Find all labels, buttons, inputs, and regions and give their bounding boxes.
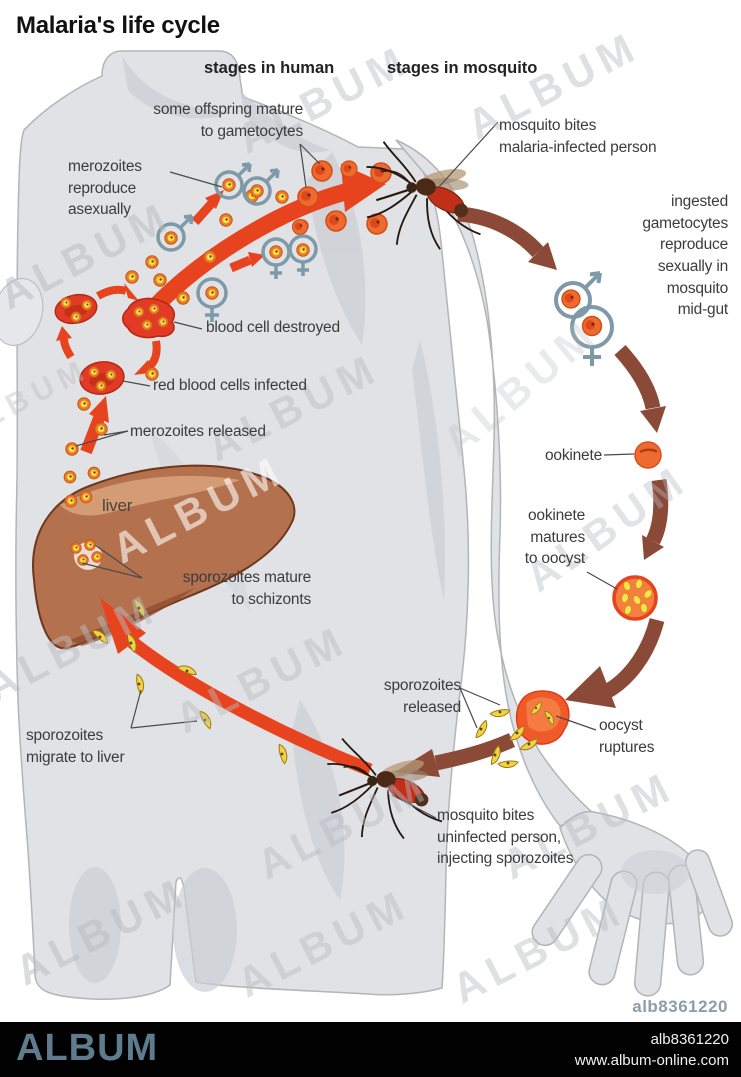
malaria-diagram: ALBUM ALBUM ALBUM ALBUM ALBUM ALBUM ALBU… <box>0 22 734 1012</box>
label-sporozoites-released: sporozoites released <box>383 677 461 716</box>
label-ookinete: ookinete <box>544 447 602 464</box>
female-symbol <box>196 277 228 322</box>
label-rbc-infected: red blood cells infected <box>153 377 307 394</box>
ookinete-cell <box>634 441 662 469</box>
label-sporozoites-migrate: sporozoites migrate to liver <box>26 727 125 766</box>
male-symbol <box>156 214 194 252</box>
footer-bar: ALBUM alb8361220 www.album-online.com <box>0 1022 741 1077</box>
label-liver: liver <box>102 496 133 515</box>
liver-illustration <box>32 464 296 650</box>
image-id-corner: alb8361220 <box>632 997 728 1016</box>
label-blood-cell-destroyed: blood cell destroyed <box>206 319 340 336</box>
label-mosquito-bites-infected: mosquito bites malaria-infected person <box>499 117 657 156</box>
red-blood-cells <box>54 293 176 395</box>
label-sporozoites-mature: sporozoites mature to schizonts <box>182 569 311 608</box>
album-logo: ALBUM <box>16 1027 159 1069</box>
footer-image-id: alb8361220 <box>650 1031 729 1048</box>
oocyst <box>612 575 658 621</box>
ruptured-oocyst <box>473 690 570 769</box>
label-merozoites-reproduce: merozoites reproduce asexually <box>68 158 142 219</box>
female-symbol-pair <box>261 234 318 279</box>
column-header-human: stages in human <box>204 59 335 77</box>
right-hand <box>531 810 734 997</box>
label-oocyst-ruptures: oocyst ruptures <box>599 717 655 756</box>
gender-symbols <box>156 162 318 322</box>
left-arm-stub <box>0 277 44 347</box>
label-mosquito-bites-uninfected: mosquito bites uninfected person, inject… <box>437 807 574 868</box>
brown-cycle-arrows <box>395 206 669 777</box>
label-offspring-mature: some offspring mature to gametocytes <box>153 101 303 140</box>
label-merozoites-released: merozoites released <box>130 423 266 440</box>
label-ookinete-matures: ookinete matures to oocyst <box>524 507 585 568</box>
footer-website: www.album-online.com <box>574 1052 729 1069</box>
watermark: ALBUM <box>434 309 607 465</box>
column-header-mosquito: stages in mosquito <box>387 59 538 77</box>
midgut-gametocyte-pair <box>554 271 614 366</box>
page-title: Malaria's life cycle <box>16 12 220 39</box>
label-ingested-gametocytes: ingested gametocytes reproduce sexually … <box>642 193 728 319</box>
leader-lines <box>75 121 635 819</box>
